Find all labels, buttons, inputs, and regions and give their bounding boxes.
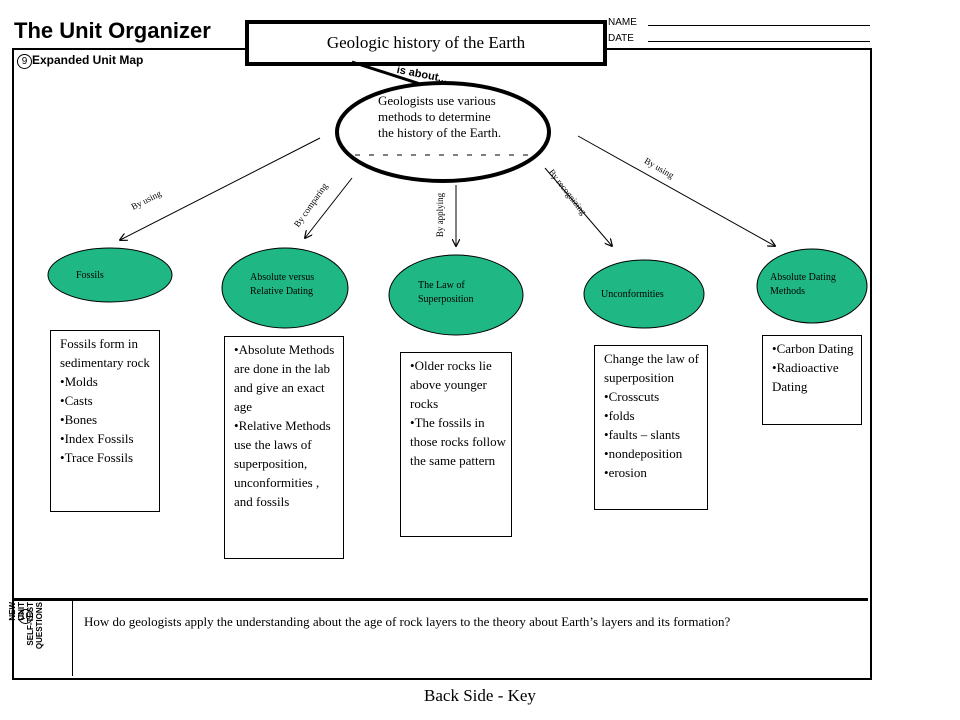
concept-unconformities: Unconformities bbox=[601, 289, 664, 300]
detail-item: Index Fossils bbox=[60, 429, 155, 448]
organizer-title: The Unit Organizer bbox=[14, 18, 211, 43]
section-divider bbox=[12, 598, 868, 601]
detail-box-unconformities: Change the law of superposition Crosscut… bbox=[594, 345, 708, 510]
detail-item: Crosscuts bbox=[604, 387, 703, 406]
main-idea-text: Geologists use various methods to determ… bbox=[378, 93, 502, 140]
unit-topic: Geologic history of the Earth bbox=[326, 33, 526, 52]
detail-item: Radioactive Dating bbox=[772, 358, 857, 396]
self-test-number-badge: 10 bbox=[18, 609, 33, 624]
concept-superposition-ellipse bbox=[388, 254, 524, 336]
detail-box-fossils: Fossils form in sedimentary rock Molds C… bbox=[50, 330, 160, 512]
detail-box-superposition: Older rocks lie above younger rocks The … bbox=[400, 352, 512, 537]
detail-item: The fossils in those rocks follow the sa… bbox=[410, 413, 507, 470]
concept-superposition: The Law of Superposition bbox=[418, 280, 474, 305]
concept-dating: Absolute versus Relative Dating bbox=[250, 272, 315, 297]
main-idea-ellipse bbox=[335, 81, 551, 183]
detail-unconformities-intro: Change the law of superposition bbox=[604, 351, 699, 385]
concept-methods: Absolute Dating Methods bbox=[770, 272, 836, 297]
footer-note: Back Side - Key bbox=[424, 686, 536, 705]
name-field[interactable] bbox=[648, 25, 870, 26]
concept-fossils-ellipse bbox=[47, 247, 173, 303]
unit-topic-box: Geologic history of the Earth bbox=[245, 20, 607, 66]
arrow-to-methods bbox=[577, 135, 775, 246]
section-label: Expanded Unit Map bbox=[32, 53, 144, 67]
date-field[interactable] bbox=[648, 41, 870, 42]
section-number-badge: 9 bbox=[17, 54, 32, 69]
detail-item: Relative Methods use the laws of superpo… bbox=[234, 416, 339, 511]
link-label-superposition: By applying bbox=[435, 192, 446, 238]
detail-item: Trace Fossils bbox=[60, 448, 155, 467]
concept-fossils: Fossils bbox=[76, 270, 104, 281]
detail-item: Carbon Dating bbox=[772, 339, 857, 358]
detail-item: Molds bbox=[60, 372, 155, 391]
detail-box-dating: Absolute Methods are done in the lab and… bbox=[224, 336, 344, 559]
arrow-to-fossils bbox=[120, 137, 321, 240]
concept-dating-ellipse bbox=[221, 247, 349, 329]
detail-box-methods: Carbon Dating Radioactive Dating bbox=[762, 335, 862, 425]
detail-item: Casts bbox=[60, 391, 155, 410]
detail-item: folds bbox=[604, 406, 703, 425]
date-label: DATE bbox=[608, 33, 634, 44]
detail-item: Absolute Methods are done in the lab and… bbox=[234, 340, 339, 416]
concept-methods-ellipse bbox=[756, 248, 868, 324]
detail-fossils-intro: Fossils form in sedimentary rock bbox=[60, 336, 150, 370]
detail-item: Bones bbox=[60, 410, 155, 429]
concept-unconformities-ellipse bbox=[583, 259, 705, 329]
detail-item: erosion bbox=[604, 463, 703, 482]
detail-item: Older rocks lie above younger rocks bbox=[410, 356, 507, 413]
self-test-label: NEW UNIT SELF-TEST QUESTIONS bbox=[8, 602, 44, 650]
self-test-question: How do geologists apply the understandin… bbox=[84, 614, 731, 629]
arrow-to-unconformities bbox=[544, 167, 612, 246]
detail-item: nondeposition bbox=[604, 444, 703, 463]
detail-item: faults – slants bbox=[604, 425, 703, 444]
arrow-to-dating bbox=[305, 177, 353, 238]
self-test-label-column bbox=[12, 601, 73, 676]
name-label: NAME bbox=[608, 17, 637, 28]
